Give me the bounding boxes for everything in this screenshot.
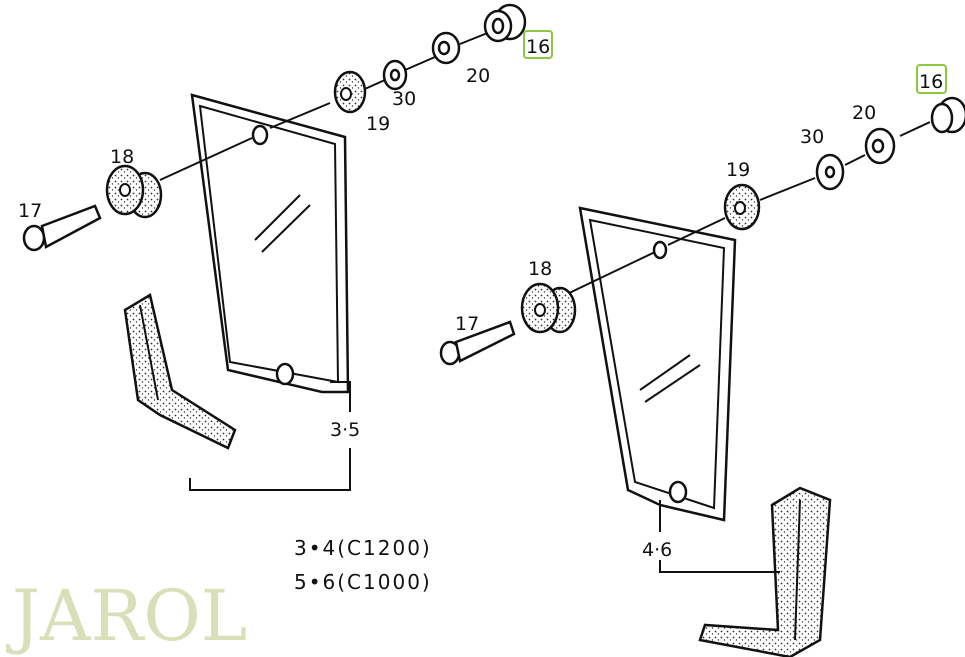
grommet-18-right bbox=[520, 282, 577, 334]
label-19-right: 19 bbox=[726, 159, 750, 181]
bolt-17-left bbox=[22, 204, 102, 252]
right-assembly: 17 18 19 30 20 16 4·6 bbox=[439, 64, 965, 657]
washer-30-right bbox=[815, 153, 845, 191]
watermark: JAROL bbox=[6, 575, 247, 657]
nut-20-left bbox=[431, 31, 461, 65]
note-c1200: 3•4(C1200) bbox=[294, 536, 432, 560]
label-16-right[interactable]: 16 bbox=[919, 71, 943, 93]
ref-right: 4·6 bbox=[642, 539, 672, 561]
note-c1000: 5•6(C1000) bbox=[294, 570, 432, 594]
grommet-19-right bbox=[723, 183, 761, 231]
washer-30-left bbox=[382, 59, 408, 91]
grommet-18-left bbox=[105, 164, 163, 219]
nut-20-right bbox=[864, 127, 896, 165]
seal-strip-right bbox=[698, 486, 832, 657]
label-17-right: 17 bbox=[455, 313, 479, 335]
label-20-left: 20 bbox=[466, 65, 490, 87]
ref-left: 3·5 bbox=[330, 419, 360, 441]
label-18-right: 18 bbox=[528, 258, 552, 280]
left-assembly: 17 18 19 30 20 16 3·5 bbox=[18, 3, 553, 491]
label-16-left[interactable]: 16 bbox=[526, 36, 550, 58]
label-17-left: 17 bbox=[18, 200, 42, 222]
label-19-left: 19 bbox=[366, 113, 390, 135]
grommet-16-left bbox=[483, 3, 527, 43]
highlight-box-16-left bbox=[523, 30, 553, 59]
bolt-17-right bbox=[439, 320, 516, 366]
label-20-right: 20 bbox=[852, 102, 876, 124]
label-18-left: 18 bbox=[110, 146, 134, 168]
right-glass-panel bbox=[578, 206, 737, 522]
label-30-left: 30 bbox=[392, 88, 416, 110]
grommet-16-right bbox=[930, 96, 965, 134]
grommet-19-left bbox=[333, 70, 367, 114]
label-30-right: 30 bbox=[800, 126, 824, 148]
highlight-box-16-right bbox=[916, 64, 947, 94]
seal-strip-left bbox=[123, 293, 237, 450]
